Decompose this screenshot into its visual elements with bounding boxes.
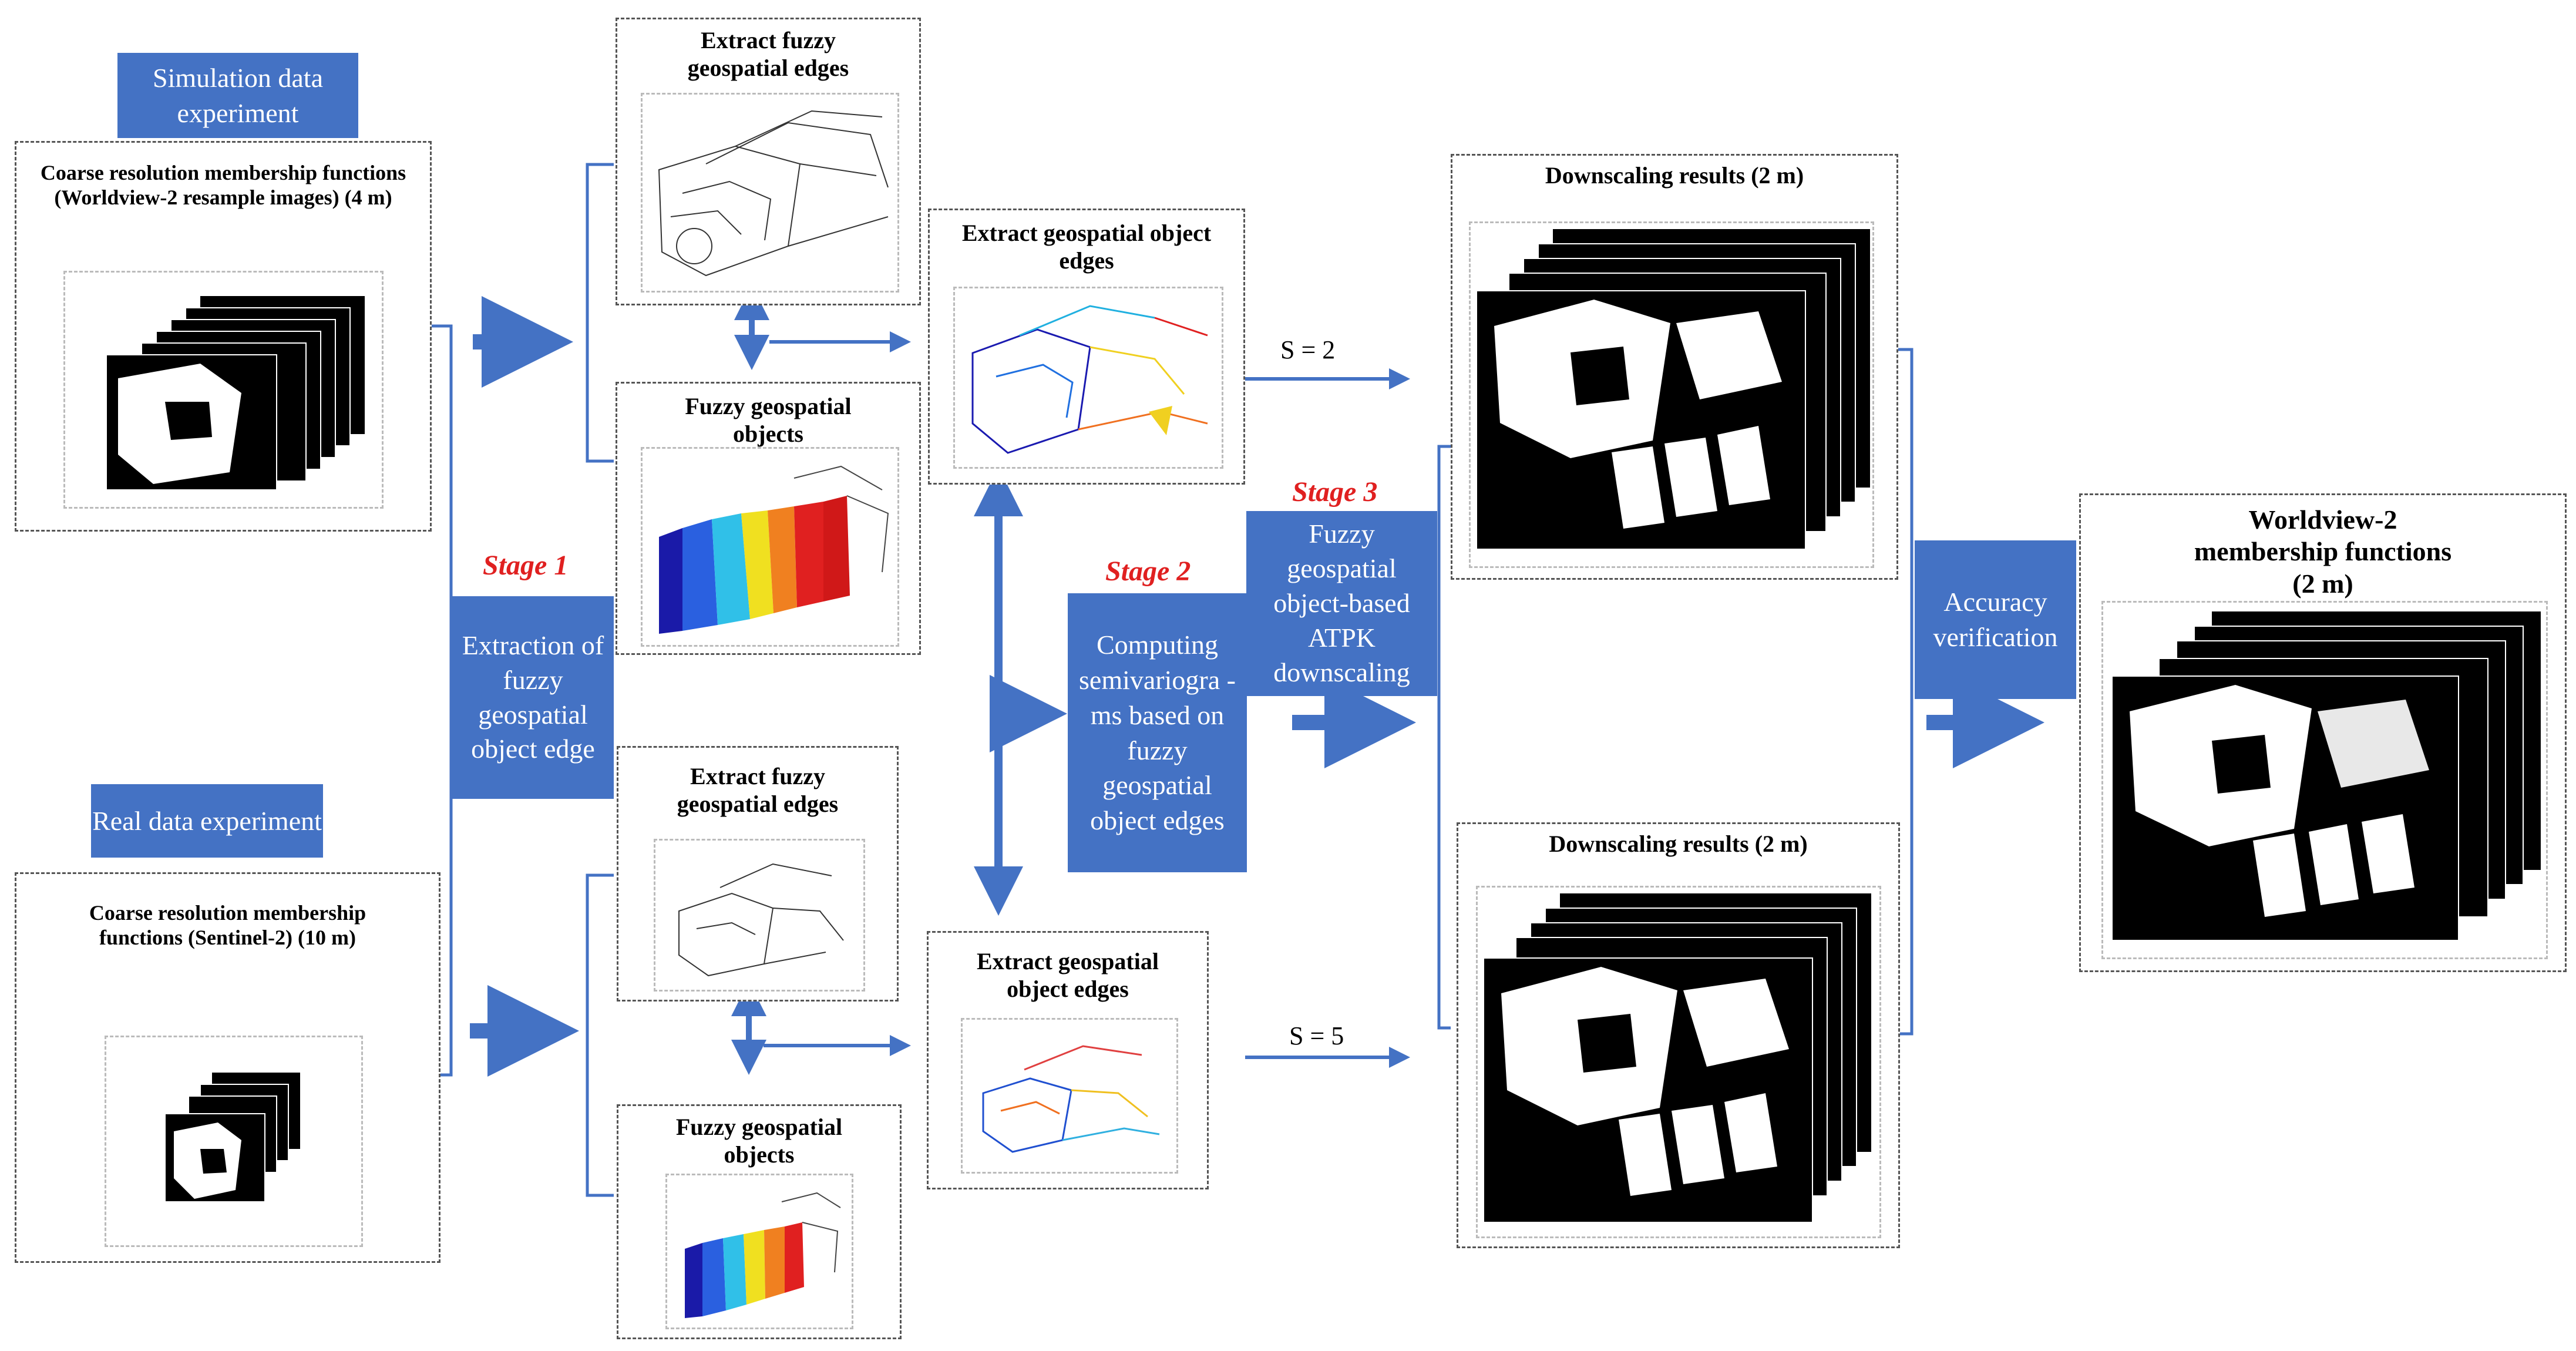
top-results-stack [1477, 229, 1870, 550]
stage1-tag: Stage 1 [483, 550, 569, 581]
bottom-object-edges-box: Extract geospatial object edges [927, 931, 1209, 1189]
real-image-frame [105, 1036, 363, 1247]
stage3-tag: Stage 3 [1292, 476, 1378, 508]
accuracy-box: Accuracy verification [1915, 540, 2076, 699]
real-title: Coarse resolution membership functions (… [89, 901, 366, 950]
real-membership-stack [164, 1073, 300, 1202]
bottom-fuzzy-edges-title: Extract fuzzy geospatial edges [677, 763, 839, 818]
top-fuzzy-edges-image [658, 110, 889, 277]
bottom-object-edges-title: Extract geospatial object edges [977, 948, 1159, 1003]
sim-title: Coarse resolution membership functions (… [40, 161, 406, 210]
top-object-edges-box: Extract geospatial object edges [928, 209, 1245, 485]
bottom-fuzzy-objects-image [685, 1192, 841, 1318]
top-results-title: Downscaling results (2 m) [1545, 162, 1804, 189]
top-scale-label: S = 2 [1280, 335, 1336, 364]
bottom-fuzzy-edges-frame [654, 839, 865, 992]
bottom-fuzzy-objects-box: Fuzzy geospatial objects [617, 1104, 902, 1339]
bottom-fuzzy-objects-title: Fuzzy geospatial objects [675, 1114, 843, 1168]
sim-label: Simulation data experiment [117, 53, 358, 138]
top-results-frame [1469, 221, 1874, 568]
stage1-box: Extraction of fuzzy geospatial object ed… [452, 596, 614, 799]
bottom-results-stack [1484, 893, 1871, 1223]
bottom-fuzzy-edges-box: Extract fuzzy geospatial edges [617, 746, 899, 1002]
top-fuzzy-objects-image [659, 465, 889, 634]
bracket-results-right [1898, 348, 1913, 1036]
stage2-box: Computing semivariogra -ms based on fuzz… [1068, 593, 1247, 872]
final-image-frame [2101, 601, 2548, 959]
bracket-top-right [586, 163, 614, 463]
top-object-edges-frame [953, 287, 1223, 469]
sim-box: Coarse resolution membership functions (… [15, 141, 432, 532]
final-box: Worldview-2 membership functions (2 m) [2079, 493, 2567, 972]
bracket-bottom-right [586, 873, 614, 1197]
bottom-object-edges-frame [961, 1018, 1178, 1174]
bottom-fuzzy-objects-frame [665, 1174, 853, 1329]
real-box: Coarse resolution membership functions (… [15, 872, 440, 1263]
top-fuzzy-objects-box: Fuzzy geospatial objects [616, 382, 921, 655]
sim-membership-stack [106, 296, 365, 490]
real-label: Real data experiment [91, 784, 323, 858]
sim-image-frame [63, 271, 384, 509]
top-fuzzy-edges-frame [641, 93, 899, 293]
bottom-results-frame [1476, 886, 1881, 1238]
top-fuzzy-objects-frame [641, 447, 899, 647]
stage3-box: Fuzzy geospatial object-based ATPK downs… [1246, 511, 1437, 696]
bottom-object-edges-image [982, 1045, 1160, 1153]
bracket-sim [432, 324, 453, 1077]
bottom-results-box: Downscaling results (2 m) [1457, 822, 1900, 1248]
bottom-scale-label: S = 5 [1289, 1021, 1344, 1050]
stage2-tag: Stage 2 [1105, 556, 1191, 587]
top-object-edges-title: Extract geospatial object edges [961, 220, 1212, 274]
bottom-results-title: Downscaling results (2 m) [1549, 831, 1808, 857]
top-results-box: Downscaling results (2 m) [1451, 154, 1898, 580]
top-fuzzy-edges-title: Extract fuzzy geospatial edges [687, 27, 849, 82]
top-object-edges-image [971, 305, 1208, 454]
final-membership-stack [2112, 611, 2541, 941]
top-fuzzy-objects-title: Fuzzy geospatial objects [685, 393, 852, 448]
top-fuzzy-edges-box: Extract fuzzy geospatial edges [616, 18, 921, 305]
bracket-results-left [1437, 445, 1451, 1030]
bottom-fuzzy-edges-image [678, 863, 844, 977]
final-title: Worldview-2 membership functions (2 m) [2194, 505, 2452, 599]
